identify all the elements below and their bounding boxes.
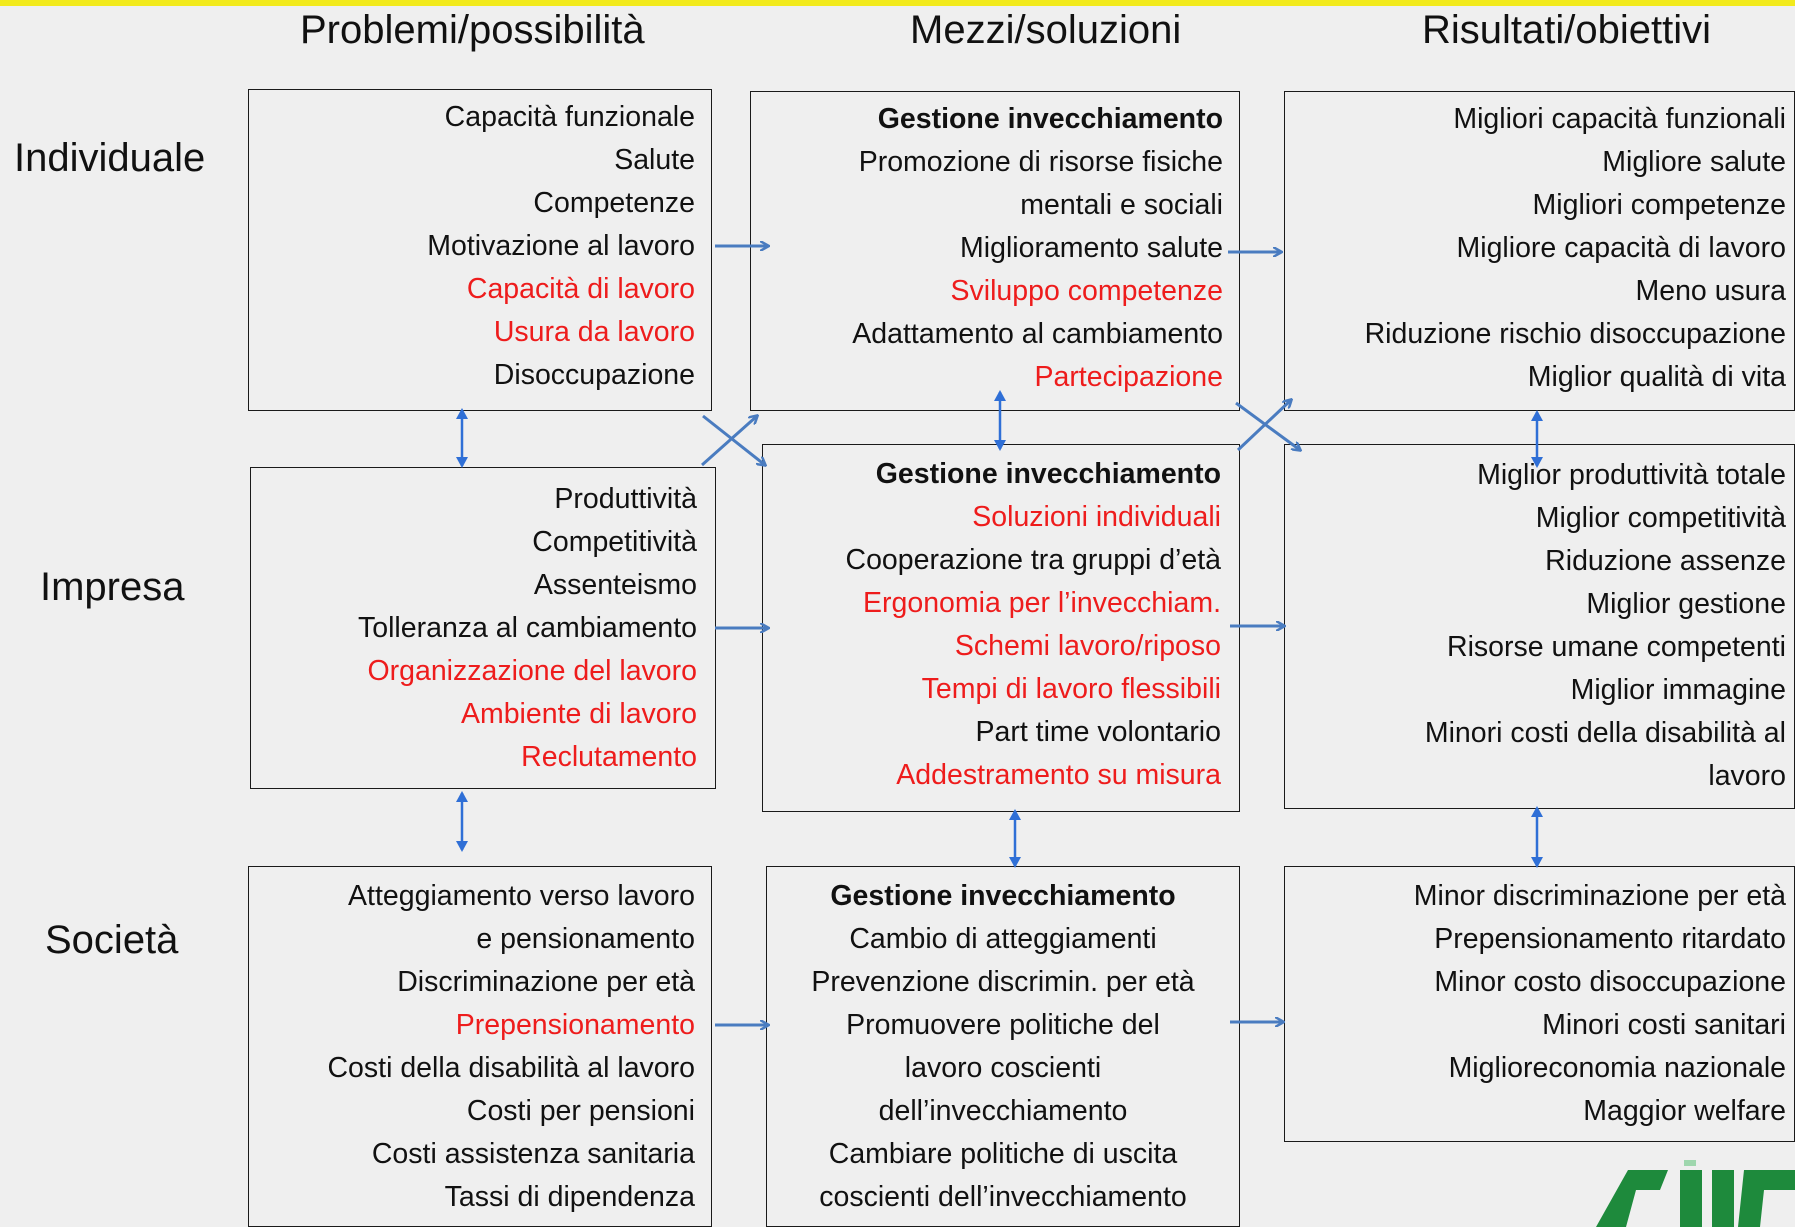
list-item: Migliori capacità funzionali <box>1453 103 1786 135</box>
list-item: Prevenzione discrimin. per età <box>811 966 1195 998</box>
column-header-problems: Problemi/possibilità <box>300 8 645 52</box>
list-item: Tassi di dipendenza <box>444 1181 695 1213</box>
logo <box>1596 1160 1795 1227</box>
arrow-cross-right-down <box>1235 401 1300 450</box>
list-item: Minori costi sanitari <box>1542 1009 1786 1041</box>
list-item: Costi della disabilità al lavoro <box>327 1052 695 1084</box>
box-society-problems: Atteggiamento verso lavoro e pensionament… <box>248 866 712 1227</box>
list-item: Minori costi della disabilità al <box>1424 717 1786 749</box>
list-item: Gestione invecchiamento <box>877 103 1223 135</box>
list-item: Part time volontario <box>975 716 1221 748</box>
list-item: Miglioreconomia nazionale <box>1448 1052 1786 1084</box>
list-item: Minor costo disoccupazione <box>1434 966 1786 998</box>
list-item: Motivazione al lavoro <box>427 230 695 262</box>
list-item: Organizzazione del lavoro <box>367 655 697 687</box>
list-item: Gestione invecchiamento <box>830 880 1176 912</box>
list-item: lavoro coscienti <box>904 1052 1102 1084</box>
list-item: Schemi lavoro/riposo <box>954 630 1221 662</box>
list-item: Atteggiamento verso lavoro <box>348 880 695 912</box>
column-header-results: Risultati/obiettivi <box>1422 8 1712 52</box>
list-item: Migliore salute <box>1602 146 1786 178</box>
list-item: Tolleranza al cambiamento <box>357 612 697 644</box>
list-item: Costi assistenza sanitaria <box>371 1138 695 1170</box>
list-item: Capacità di lavoro <box>466 273 695 305</box>
list-item: Risorse umane competenti <box>1447 631 1786 663</box>
list-item: Addestramento su misura <box>896 759 1221 791</box>
list-item: Miglior immagine <box>1570 674 1786 706</box>
list-item: Competitività <box>532 526 697 558</box>
list-item: Tempi di lavoro flessibili <box>921 673 1221 705</box>
list-item: Miglior qualità di vita <box>1527 361 1786 393</box>
list-item: Cambio di atteggiamenti <box>849 923 1157 955</box>
list-item: Adattamento al cambiamento <box>852 318 1223 350</box>
list-item: Riduzione rischio disoccupazione <box>1364 318 1786 350</box>
list-item: Cambiare politiche di uscita <box>828 1138 1178 1170</box>
list-item: Partecipazione <box>1034 361 1223 393</box>
column-header-means: Mezzi/soluzioni <box>910 8 1182 52</box>
list-item: e pensionamento <box>476 923 695 955</box>
list-item: Reclutamento <box>521 741 697 773</box>
list-item: Capacità funzionale <box>444 101 695 133</box>
arrow-cross-left-down <box>702 414 765 465</box>
list-item: Competenze <box>533 187 695 219</box>
list-item: Promozione di risorse fisiche <box>858 146 1223 178</box>
list-item: Miglior competitività <box>1535 502 1786 534</box>
list-item: Cooperazione tra gruppi d’età <box>845 544 1222 576</box>
list-item: Costi per pensioni <box>466 1095 695 1127</box>
list-item: Miglioramento salute <box>960 232 1223 264</box>
list-item: Minor discriminazione per età <box>1413 880 1786 912</box>
list-item: Discriminazione per età <box>397 966 695 998</box>
list-society-problems: Atteggiamento verso lavoro e pensionament… <box>327 875 695 1219</box>
list-item: Migliori competenze <box>1532 189 1786 221</box>
list-item: coscienti dell’invecchiamento <box>819 1181 1187 1213</box>
list-item: Maggior welfare <box>1583 1095 1786 1127</box>
list-item: dell’invecchiamento <box>878 1095 1128 1127</box>
list-item: Meno usura <box>1635 275 1786 307</box>
list-item: Miglior gestione <box>1586 588 1786 620</box>
list-item: Salute <box>614 144 695 176</box>
list-item: Disoccupazione <box>493 359 695 391</box>
list-item: Ergonomia per l’invecchiam. <box>863 587 1221 619</box>
list-item: Prepensionamento ritardato <box>1434 923 1786 955</box>
list-item: Soluzioni individuali <box>972 501 1221 533</box>
list-item: Promuovere politiche del <box>846 1009 1160 1041</box>
list-item: Ambiente di lavoro <box>460 698 697 730</box>
list-item: Miglior produttività totale <box>1477 459 1786 491</box>
arrow-cross-left-up <box>701 416 757 467</box>
list-item: Prepensionamento <box>455 1009 695 1041</box>
list-item: lavoro <box>1708 760 1786 792</box>
arrow-cross-right-up <box>1236 400 1291 452</box>
list-item: Assenteismo <box>533 569 697 601</box>
list-item: mentali e sociali <box>1020 189 1223 221</box>
list-item: Gestione invecchiamento <box>875 458 1221 490</box>
list-item: Sviluppo competenze <box>950 275 1223 307</box>
top-accent-bar <box>0 0 1795 6</box>
list-item: Usura da lavoro <box>493 316 695 348</box>
list-item: Produttività <box>554 483 697 515</box>
row-label-individual: Individuale <box>14 136 206 180</box>
row-label-society: Società <box>45 918 179 962</box>
list-item: Riduzione assenze <box>1545 545 1786 577</box>
list-item: Migliore capacità di lavoro <box>1456 232 1787 264</box>
row-label-company: Impresa <box>40 565 185 609</box>
